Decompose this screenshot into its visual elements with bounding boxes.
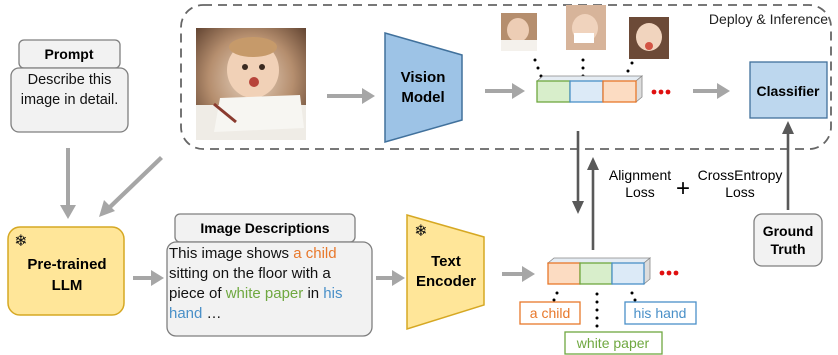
descriptions-title: Image Descriptions <box>200 220 329 236</box>
snowflake-icon: ❄ <box>14 233 27 250</box>
token-label-box-paper <box>564 331 663 355</box>
vision-model-label: Model <box>401 89 444 106</box>
text-encoder-block <box>406 214 485 331</box>
alignment-loss-label: Loss <box>625 184 655 200</box>
description-highlight-orange: a child <box>293 245 337 262</box>
descriptions-text: This image shows a child sitting on the … <box>169 244 367 324</box>
arrow-prompt-to-llm <box>60 148 76 219</box>
arrow-tokens-to-classifier <box>693 83 730 99</box>
visual-token-ellipsis <box>651 89 671 95</box>
token-dotted-connector <box>595 292 599 328</box>
description-segment: This image shows <box>169 245 294 262</box>
text-encoder-label: Text <box>431 253 461 270</box>
arrow-photo-to-llm <box>99 156 163 217</box>
token-label-child: a child <box>530 305 570 321</box>
crossentropy-loss-label: CrossEntropy <box>698 167 783 183</box>
crop-dotted-connector <box>533 58 543 78</box>
arrow-llm-to-descriptions <box>133 270 164 286</box>
arrow-photo-to-vision <box>327 88 375 104</box>
crop-patch <box>566 5 606 50</box>
arrow-encoder-to-tokens <box>502 266 535 282</box>
token-label-box-child <box>519 301 581 325</box>
deploy-inference-label: Deploy & Inference <box>709 11 828 27</box>
descriptions-content-box <box>166 241 373 337</box>
deploy-inference-region <box>180 4 832 150</box>
token-label-paper: white paper <box>576 335 650 351</box>
prompt-title: Prompt <box>45 46 94 62</box>
token-dotted-connector <box>630 291 637 302</box>
llm-label: LLM <box>52 277 83 294</box>
vision-model-label: Vision <box>401 69 446 86</box>
llm-block <box>7 226 125 316</box>
text-token-ellipsis <box>659 270 679 276</box>
visual-tokens <box>535 75 644 103</box>
classifier-block <box>749 61 828 119</box>
ground-truth-box <box>753 213 823 267</box>
vision-model-block <box>384 32 463 143</box>
description-highlight-green: white paper <box>225 285 304 302</box>
input-photo <box>196 28 306 140</box>
loss-plus-sign: + <box>676 175 690 202</box>
arrow-descriptions-to-encoder <box>376 270 405 286</box>
alignment-loss-label: Alignment <box>609 167 671 183</box>
token-label-hand: his hand <box>634 305 687 321</box>
crop-patch <box>629 17 669 59</box>
description-highlight-blue: his hand <box>169 285 343 322</box>
snowflake-icon: ❄ <box>414 223 427 240</box>
crop-patch <box>501 13 537 51</box>
description-segment: sitting on the floor with a piece of <box>169 265 331 302</box>
token-label-box-hand <box>624 301 697 325</box>
crossentropy-loss-label: Loss <box>725 184 755 200</box>
token-dotted-connector <box>552 291 559 302</box>
description-segment: in <box>303 285 324 302</box>
ground-truth-label: Ground <box>763 223 814 239</box>
prompt-text: Describe this image in detail. <box>20 72 119 108</box>
prompt-content-box <box>10 67 129 133</box>
description-segment: … <box>202 305 222 322</box>
classifier-label: Classifier <box>756 83 820 99</box>
ground-truth-label: Truth <box>771 241 806 257</box>
text-tokens <box>546 257 652 285</box>
arrow-vision-to-tokens <box>485 83 525 99</box>
llm-label: Pre-trained <box>27 256 106 273</box>
crop-dotted-connector <box>581 58 585 78</box>
text-encoder-label: Encoder <box>416 273 476 290</box>
